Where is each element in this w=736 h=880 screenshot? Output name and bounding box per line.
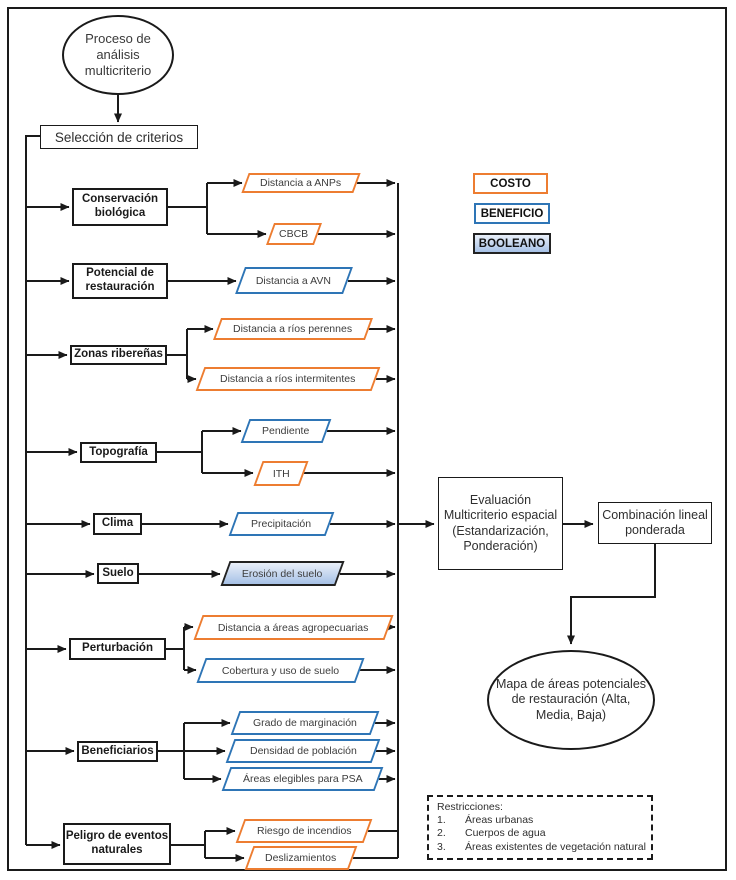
restriction-number: 2. [437, 827, 446, 840]
combination-box: Combinación lineal ponderada [598, 502, 712, 544]
restriction-number: 3. [437, 840, 446, 853]
criterion-label: Densidad de población [249, 745, 357, 757]
criterion-label: Áreas elegibles para PSA [242, 773, 363, 785]
category-suelo: Suelo [97, 563, 139, 584]
criterion-label: Riesgo de incendios [256, 825, 352, 837]
restriction-number: 1. [437, 814, 446, 826]
criterion-label: Distancia a ANPs [260, 177, 342, 189]
category-peligro-eventos-naturales: Peligro de eventos naturales [63, 823, 171, 865]
criterion-distancia-avn: Distancia a AVN [235, 267, 353, 294]
criterion-deslizamientos: Deslizamientos [244, 846, 358, 870]
criterion-areas-agropecuarias: Distancia a áreas agropecuarias [193, 615, 394, 640]
criterion-label: Grado de marginación [253, 717, 357, 729]
category-label: Topografía [89, 445, 148, 458]
criterion-label: Distancia a ríos perennes [233, 323, 353, 335]
criterion-grado-marginacion: Grado de marginación [230, 711, 380, 735]
category-label: Conservación biológica [81, 193, 159, 219]
evaluation-box: Evaluación Multicriterio espacial (Estan… [438, 477, 563, 570]
legend-beneficio: BENEFICIO [474, 203, 550, 224]
criterion-precipitacion: Precipitación [228, 512, 335, 536]
restrictions-title: Restricciones: [437, 801, 503, 813]
category-zonas-riberenas: Zonas ribereñas [70, 345, 167, 365]
restriction-item: 3. Áreas existentes de vegetación natura… [437, 841, 647, 854]
criterion-label: CBCB [279, 228, 309, 240]
criterion-erosion-suelo: Erosión del suelo [220, 561, 345, 586]
legend-label: COSTO [490, 177, 531, 190]
combination-label: Combinación lineal ponderada [602, 507, 708, 537]
criterion-label: Deslizamientos [265, 852, 337, 864]
criterion-cbcb: CBCB [265, 223, 323, 245]
legend-label: BOOLEANO [478, 237, 546, 250]
result-map-ellipse: Mapa de áreas potenciales de restauració… [487, 650, 655, 750]
category-topografia: Topografía [80, 442, 157, 463]
selection-label: Selección de criterios [54, 129, 184, 145]
legend-booleano: BOOLEANO [473, 233, 551, 254]
criterion-label: Precipitación [251, 518, 312, 530]
start-ellipse: Proceso de análisis multicriterio [62, 15, 174, 95]
restrictions-box: Restricciones: 1. Áreas urbanas 2. Cuerp… [427, 795, 653, 860]
category-perturbacion: Perturbación [69, 638, 166, 660]
category-label: Suelo [102, 566, 134, 579]
category-label: Zonas ribereñas [74, 348, 163, 361]
criterion-label: Distancia a ríos intermitentes [220, 373, 356, 385]
selection-box: Selección de criterios [40, 125, 198, 149]
criterion-label: Cobertura y uso de suelo [221, 664, 340, 677]
criterion-label: Distancia a AVN [256, 274, 332, 287]
category-label: Perturbación [82, 642, 153, 655]
category-potencial-restauracion: Potencial de restauración [72, 263, 168, 299]
result-map-label: Mapa de áreas potenciales de restauració… [495, 676, 647, 722]
restriction-item: 2. Cuerpos de agua [437, 827, 647, 840]
start-label: Proceso de análisis multicriterio [84, 30, 152, 79]
criterion-riesgo-incendios: Riesgo de incendios [235, 819, 373, 843]
category-label: Potencial de restauración [85, 267, 155, 293]
criterion-label: ITH [272, 467, 290, 480]
restriction-label: Cuerpos de agua [465, 827, 546, 840]
criterion-rios-intermitentes: Distancia a ríos intermitentes [195, 367, 381, 391]
category-conservacion-biologica: Conservación biológica [72, 188, 168, 226]
restriction-label: Áreas existentes de vegetación natural [465, 840, 646, 853]
category-label: Beneficiarios [81, 744, 154, 757]
criterion-label: Pendiente [262, 425, 310, 437]
legend-costo: COSTO [473, 173, 548, 194]
legend-label: BENEFICIO [480, 207, 544, 220]
criterion-ith: ITH [253, 461, 309, 486]
outer-border [7, 7, 727, 871]
restriction-label: Áreas urbanas [465, 814, 534, 826]
restriction-item: 1. Áreas urbanas [437, 814, 647, 827]
criterion-label: Distancia a áreas agropecuarias [218, 621, 369, 634]
category-label: Peligro de eventos naturales [65, 830, 169, 856]
criterion-areas-elegibles-psa: Áreas elegibles para PSA [221, 767, 384, 791]
category-label: Clima [101, 517, 134, 530]
evaluation-label: Evaluación Multicriterio espacial (Estan… [443, 493, 558, 553]
criterion-distancia-anps: Distancia a ANPs [241, 173, 361, 193]
category-clima: Clima [93, 513, 142, 535]
criterion-pendiente: Pendiente [240, 419, 332, 443]
criterion-rios-perennes: Distancia a ríos perennes [212, 318, 374, 340]
criterion-cobertura-uso-suelo: Cobertura y uso de suelo [196, 658, 365, 683]
category-beneficiarios: Beneficiarios [77, 741, 158, 762]
criterion-densidad-poblacion: Densidad de población [225, 739, 381, 763]
criterion-label: Erosión del suelo [242, 567, 323, 580]
